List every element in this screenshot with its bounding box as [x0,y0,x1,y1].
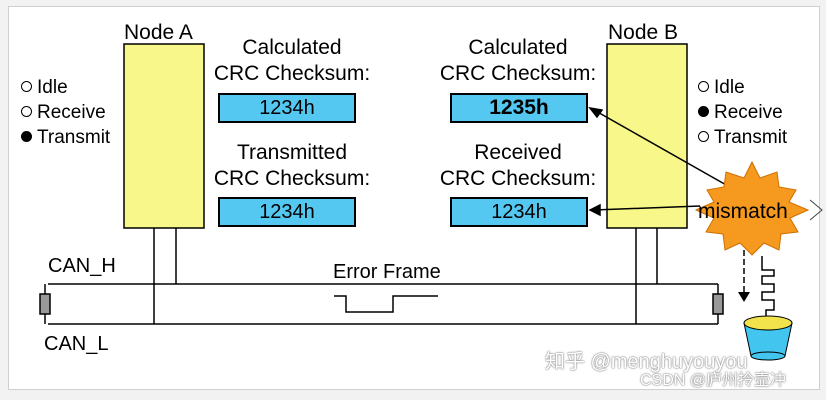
error-frame-label: Error Frame [333,261,441,283]
csdn-watermark: CSDN @庐州拎壶冲 [640,372,787,389]
node-b-state-transmit: Transmit [698,127,787,149]
right-terminator [712,293,724,315]
state-label: Receive [714,102,783,123]
node-a-state-transmit: Transmit [21,127,110,149]
state-indicator [21,106,32,117]
state-label: Idle [714,77,745,98]
state-indicator [698,81,709,92]
node-b-received-crc-value: 1234h [450,197,588,227]
node-b-calculated-crc-title: Calculated CRC Checksum: [418,35,618,87]
state-label: Idle [37,77,68,98]
node-b-box [606,43,688,229]
crc-title-line2: CRC Checksum: [439,167,597,190]
node-a-transmitted-crc-value: 1234h [218,197,356,227]
state-indicator-active [21,131,32,142]
crc-title-line1: Transmitted [236,141,348,164]
state-label: Transmit [714,127,788,148]
can-h-label: CAN_H [48,255,116,277]
node-b-title: Node B [608,21,679,44]
signal-squiggle [761,256,775,322]
crc-title-line1: Calculated [468,36,568,59]
state-indicator [21,81,32,92]
node-a-state-idle: Idle [21,77,68,99]
left-terminator [39,293,51,315]
mismatch-arrows [588,106,729,217]
error-flow-arrowhead [738,292,750,302]
state-label: Receive [37,102,106,123]
crc-title-line1: Received [474,141,562,164]
mismatch-burst-right-tip [809,199,823,221]
error-frame-waveform [334,295,438,313]
crc-title-line2: CRC Checksum: [213,167,371,190]
mismatch-burst [694,160,810,256]
node-b-received-crc-title: Received CRC Checksum: [418,140,618,192]
node-a-state-receive: Receive [21,102,106,124]
mismatch-label: mismatch [698,200,788,223]
crc-title-line1: Calculated [242,36,342,59]
crc-title-line2: CRC Checksum: [213,62,371,85]
node-b-calculated-crc-value: 1235h [450,93,588,123]
zhihu-watermark: 知乎 @menghuyouyou [545,351,748,373]
crc-title-line2: CRC Checksum: [439,62,597,85]
node-a-title: Node A [124,21,193,44]
node-a-calculated-crc-title: Calculated CRC Checksum: [192,35,392,87]
node-a-calculated-crc-value: 1234h [218,93,356,123]
state-indicator-active [698,106,709,117]
node-a-box [123,43,205,229]
state-label: Transmit [37,127,111,148]
state-indicator [698,131,709,142]
node-a-transmitted-crc-title: Transmitted CRC Checksum: [192,140,392,192]
node-b-state-receive: Receive [698,102,783,124]
can-l-label: CAN_L [44,333,109,355]
discard-bucket [743,315,793,361]
node-b-state-idle: Idle [698,77,745,99]
